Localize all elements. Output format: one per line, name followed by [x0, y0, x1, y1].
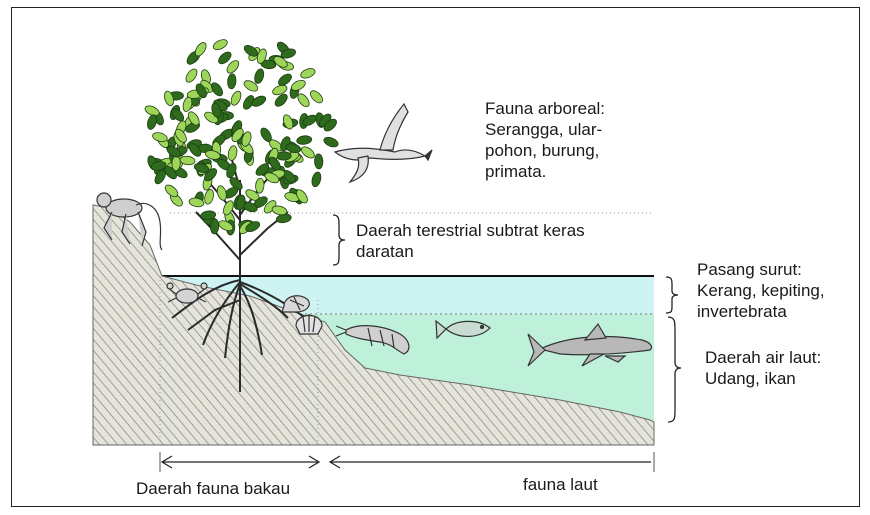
sea-brace: [668, 317, 681, 422]
terrestrial-line-2: daratan: [356, 241, 585, 262]
leaf: [276, 72, 293, 88]
mangrove-zone-caption: Daerah fauna bakau: [136, 478, 290, 499]
leaf: [296, 135, 312, 145]
sea-water-zone-label: Daerah air laut: Udang, ikan: [705, 347, 821, 389]
sea-line-2: Udang, ikan: [705, 368, 821, 389]
leaf: [314, 154, 323, 169]
leaf: [310, 171, 322, 188]
arboreal-line-3: pohon, burung,: [485, 140, 605, 161]
tidal-line-2: Kerang, kepiting,: [697, 280, 825, 301]
leaf: [276, 152, 291, 161]
leaf: [227, 145, 238, 161]
arboreal-line-4: primata.: [485, 161, 605, 182]
leaf: [308, 89, 325, 106]
leaf: [212, 38, 229, 52]
arboreal-line-1: Fauna arboreal:: [485, 98, 605, 119]
terrestrial-line-1: Daerah terestrial subtrat keras: [356, 220, 585, 241]
leaf: [281, 113, 294, 130]
bird-icon: [335, 104, 432, 182]
leaf: [255, 178, 265, 194]
tidal-zone-label: Pasang surut: Kerang, kepiting, inverteb…: [697, 259, 825, 322]
terrestrial-brace: [333, 215, 345, 265]
tidal-brace: [666, 277, 678, 313]
arboreal-line-2: Serangga, ular-: [485, 119, 605, 140]
tidal-line-3: invertebrata: [697, 301, 825, 322]
leaf: [203, 189, 215, 206]
leaf: [299, 67, 316, 80]
tidal-line-1: Pasang surut:: [697, 259, 825, 280]
leaf: [253, 68, 265, 85]
sea-fauna-caption: fauna laut: [523, 474, 598, 495]
terrestrial-zone-label: Daerah terestrial subtrat keras daratan: [356, 220, 585, 262]
leaf: [322, 135, 339, 148]
leaf: [222, 199, 236, 216]
leaf: [227, 73, 237, 89]
leaf: [184, 67, 199, 84]
sea-line-1: Daerah air laut:: [705, 347, 821, 368]
arboreal-fauna-label: Fauna arboreal: Serangga, ular- pohon, b…: [485, 98, 605, 182]
leaf: [229, 90, 243, 107]
leaf: [216, 185, 228, 202]
